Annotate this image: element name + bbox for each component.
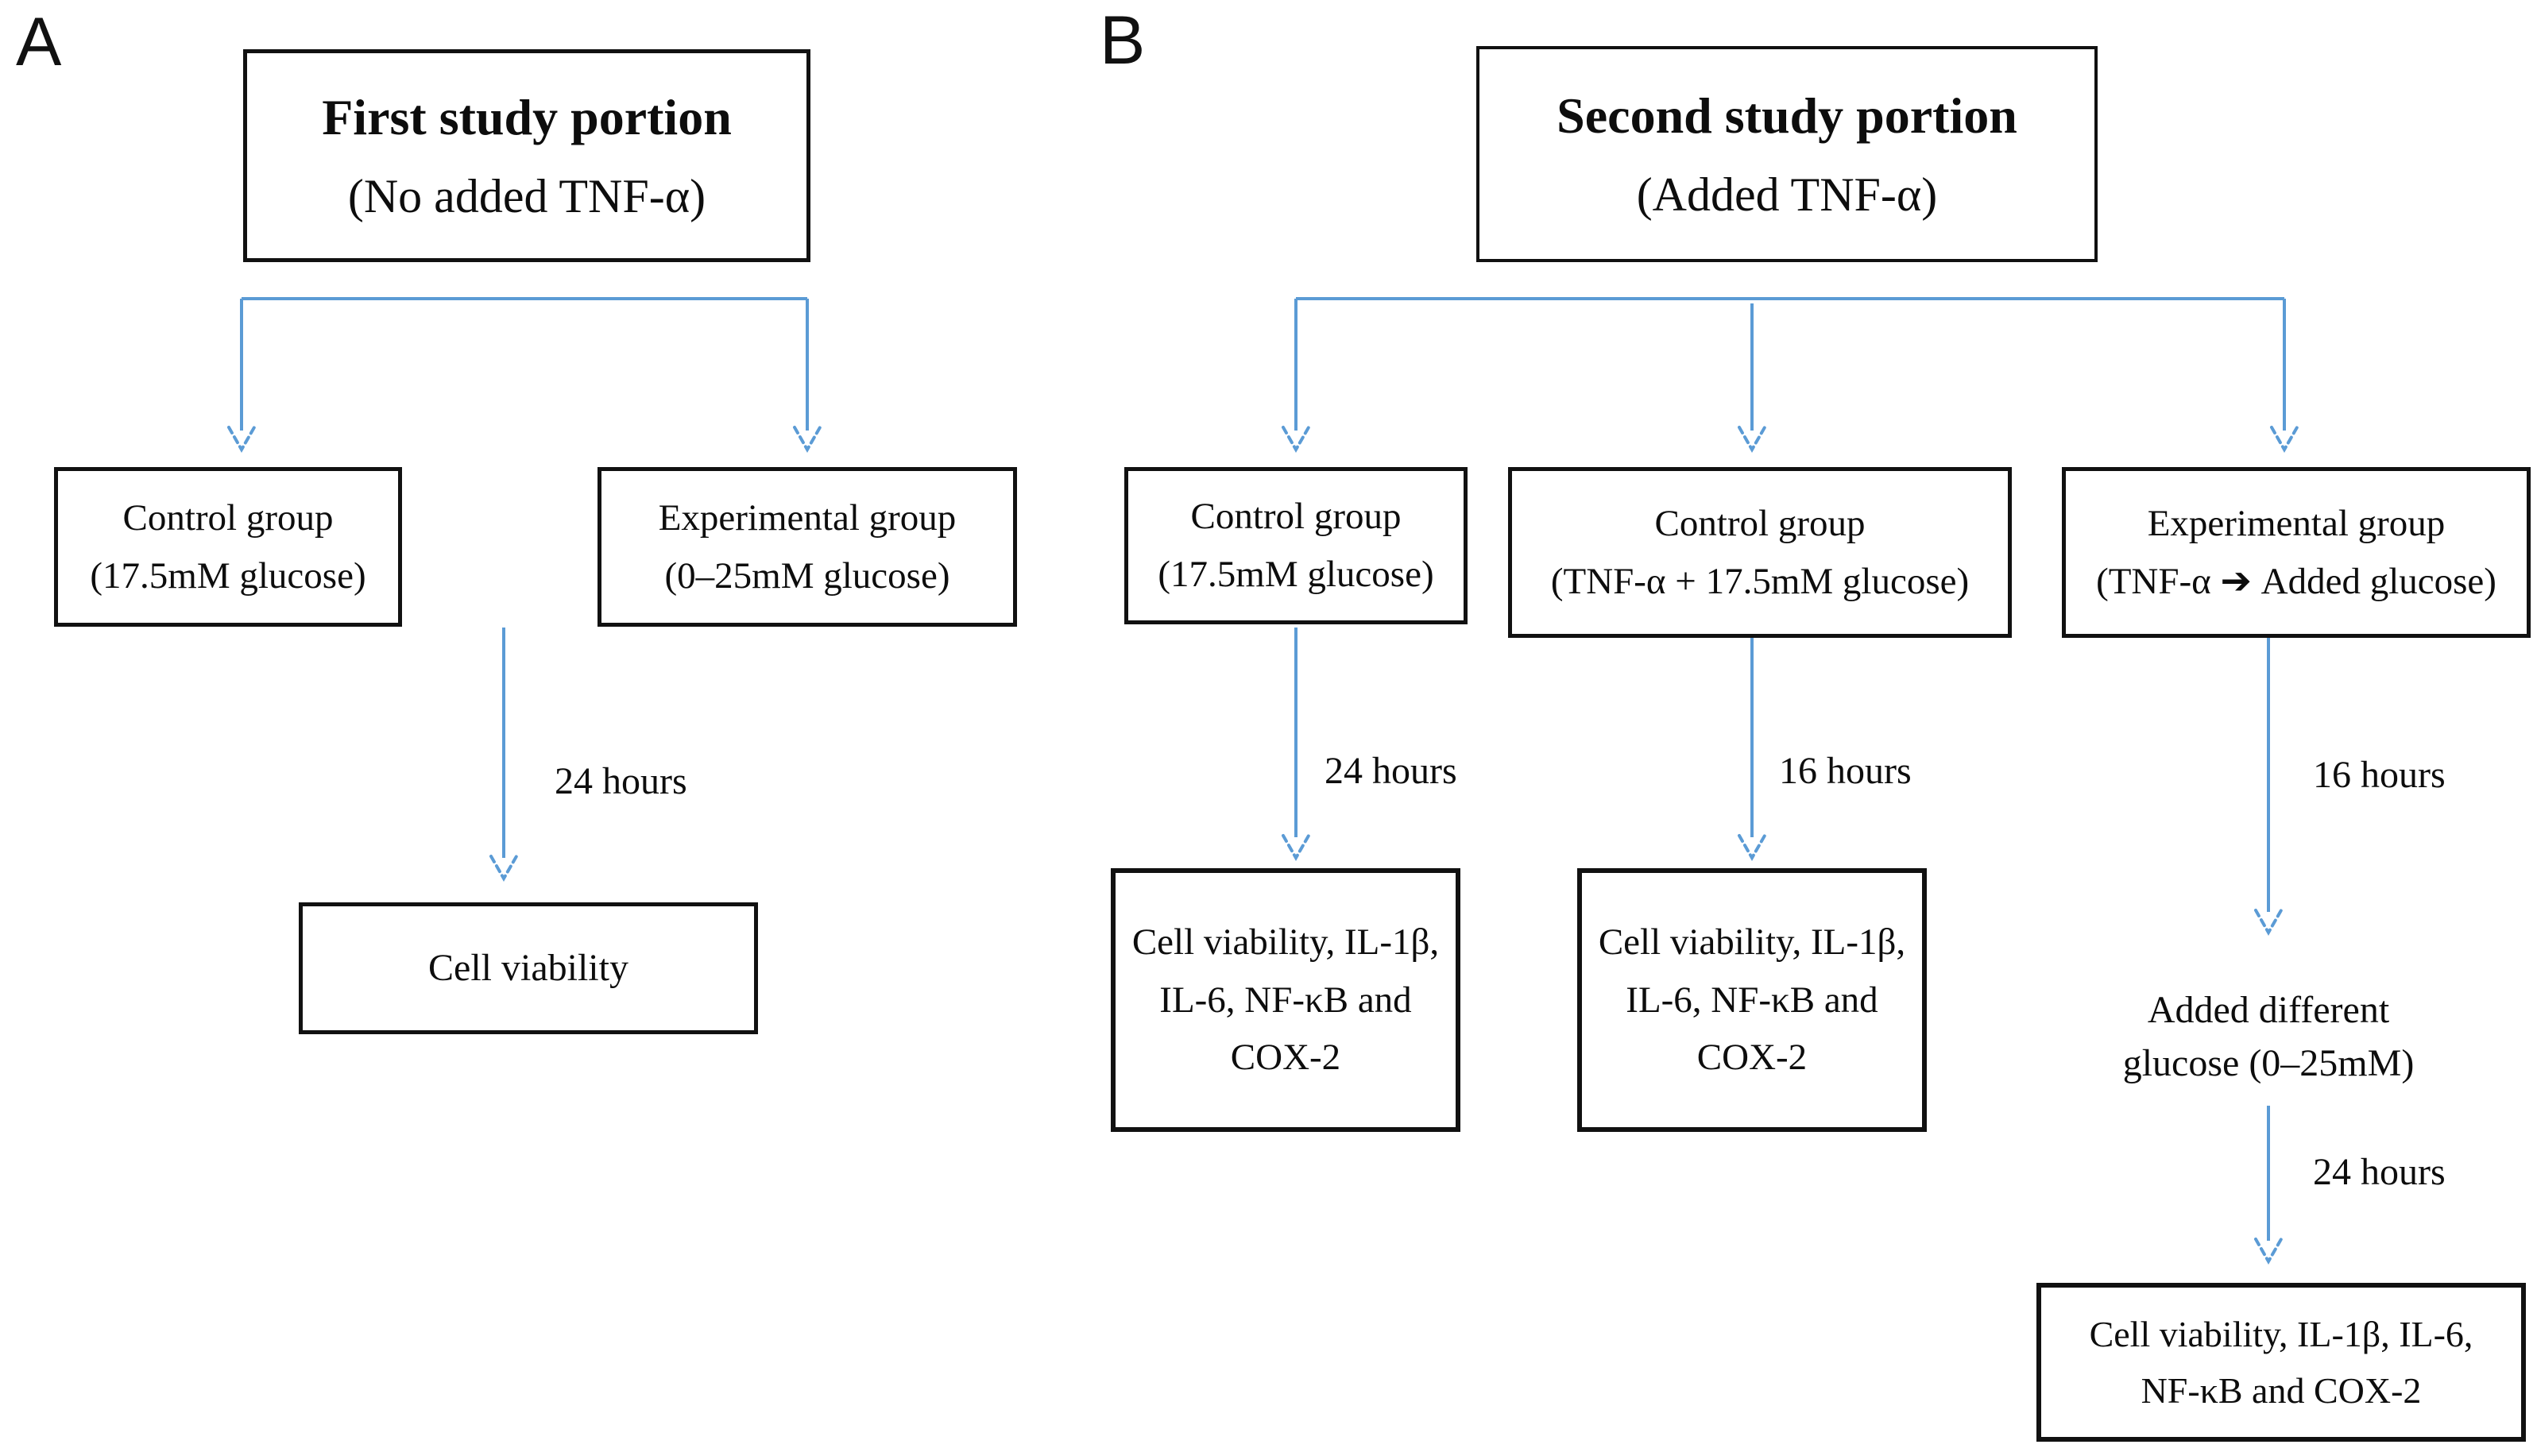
panel-b-title: Second study portion (1557, 87, 2017, 144)
group-name: Experimental group (2147, 502, 2446, 544)
panel-b-control-group2-box: Control group (TNF-α + 17.5mM glucose) (1508, 467, 2012, 638)
panel-b-outcome3-box: Cell viability, IL-1β, IL-6, NF-κB and C… (2036, 1283, 2526, 1442)
group-name: Experimental group (658, 496, 957, 539)
panel-b-branch3-step-text: Added different glucose (0–25mM) (2058, 983, 2479, 1090)
panel-b-control-group1-box: Control group (17.5mM glucose) (1124, 467, 1468, 624)
step-text: Added different (2147, 989, 2390, 1031)
arrow-head (1738, 834, 1766, 862)
panel-a-subtitle: (No added TNF-α) (347, 170, 706, 223)
arrow-head (2270, 426, 2299, 454)
panel-a-title: First study portion (322, 88, 732, 145)
arrow-head (2254, 909, 2283, 937)
group-condition: (TNF-α + 17.5mM glucose) (1550, 560, 1970, 602)
outcome-text: Cell viability (428, 946, 628, 989)
outcome-text: NF-κB and COX-2 (2141, 1370, 2422, 1411)
group-condition: (17.5mM glucose) (90, 554, 366, 597)
panel-b-title-box: Second study portion (Added TNF-α) (1476, 46, 2098, 262)
panel-b-outcome2-box: Cell viability, IL-1β, IL-6, NF-κB and C… (1577, 868, 1927, 1132)
panel-a-experimental-group-box: Experimental group (0–25mM glucose) (598, 467, 1017, 627)
panel-b-subtitle: (Added TNF-α) (1636, 168, 1938, 222)
panel-a-control-group-box: Control group (17.5mM glucose) (54, 467, 402, 627)
outcome-text: COX-2 (1230, 1037, 1341, 1079)
panel-b-branch1-incubation-label: 24 hours (1325, 750, 1457, 792)
arrow-head (1282, 834, 1310, 862)
outcome-text: IL-6, NF-κB and (1159, 979, 1412, 1021)
group-name: Control group (1654, 502, 1866, 544)
panel-a-title-box: First study portion (No added TNF-α) (243, 49, 810, 262)
step-text: glucose (0–25mM) (2122, 1042, 2415, 1085)
outcome-text: Cell viability, IL-1β, (1131, 921, 1440, 963)
arrow-head (227, 426, 256, 454)
outcome-text: Cell viability, IL-1β, IL-6, (2089, 1313, 2473, 1354)
panel-b-branch3-incubation-label-1: 16 hours (2313, 754, 2446, 796)
panel-b-label: B (1100, 2, 1146, 79)
arrow-head (2254, 1238, 2283, 1265)
panel-b-branch3-incubation-label-2: 24 hours (2313, 1151, 2446, 1193)
panel-b-experimental-group-box: Experimental group (TNF-α ➔ Added glucos… (2062, 467, 2531, 638)
arrow-head (1282, 426, 1310, 454)
arrow-head (1738, 426, 1766, 454)
panel-a-incubation-label: 24 hours (555, 760, 687, 802)
panel-b-outcome1-box: Cell viability, IL-1β, IL-6, NF-κB and C… (1111, 868, 1460, 1132)
group-condition: (17.5mM glucose) (1158, 554, 1434, 595)
outcome-text: Cell viability, IL-1β, (1598, 921, 1906, 963)
panel-a-connectors (227, 297, 822, 882)
arrow-head (793, 426, 822, 454)
panel-b-connectors (1282, 297, 2299, 1265)
panel-a-label: A (16, 4, 62, 80)
panel-b-branch2-incubation-label: 16 hours (1779, 750, 1912, 792)
group-condition: (0–25mM glucose) (664, 554, 950, 597)
group-condition: (TNF-α ➔ Added glucose) (2096, 560, 2496, 602)
group-name: Control group (1190, 496, 1402, 538)
arrow-head (489, 855, 518, 882)
group-name: Control group (122, 496, 334, 539)
panel-a-outcome-box: Cell viability (299, 902, 758, 1034)
outcome-text: IL-6, NF-κB and (1626, 979, 1878, 1021)
outcome-text: COX-2 (1696, 1037, 1808, 1079)
